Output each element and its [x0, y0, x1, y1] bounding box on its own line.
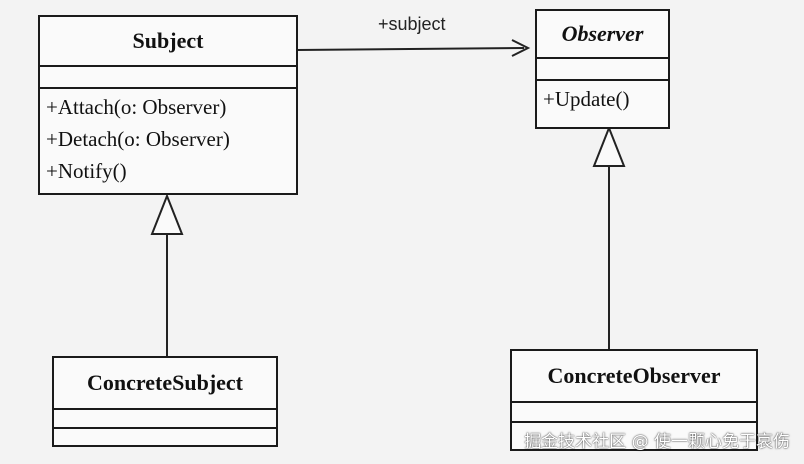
association-label: +subject [378, 14, 446, 34]
watermark: 掘金技术社区 @ 使一颗心免于哀伤 [524, 432, 790, 452]
concrete-observer-class-box[interactable]: ConcreteObserver [510, 349, 758, 451]
observer-class-name: Observer [537, 11, 668, 59]
subject-operation-attach: +Attach(o: Observer) [46, 95, 227, 119]
association-arrowhead [511, 39, 531, 57]
subject-operations-compartment: +Attach(o: Observer) +Detach(o: Observer… [40, 89, 296, 187]
observer-attributes-compartment [537, 59, 668, 81]
concrete-subject-class-box[interactable]: ConcreteSubject [52, 356, 278, 447]
concrete-subject-attributes-compartment [54, 410, 276, 429]
concrete-observer-attributes-compartment [512, 403, 756, 423]
subject-generalization-triangle [150, 193, 184, 235]
concrete-subject-operations-compartment [54, 429, 276, 445]
observer-class-box[interactable]: Observer +Update() [535, 9, 670, 129]
association-line [296, 47, 525, 51]
observer-operation-update: +Update() [543, 87, 630, 111]
observer-operations-compartment: +Update() [537, 81, 668, 115]
subject-operation-notify: +Notify() [46, 159, 127, 183]
subject-class-box[interactable]: Subject +Attach(o: Observer) +Detach(o: … [38, 15, 298, 195]
subject-operation-detach: +Detach(o: Observer) [46, 127, 230, 151]
subject-class-name: Subject [40, 17, 296, 67]
subject-attributes-compartment [40, 67, 296, 89]
concrete-subject-class-name: ConcreteSubject [54, 358, 276, 410]
concrete-observer-class-name: ConcreteObserver [512, 351, 756, 403]
observer-generalization-triangle [592, 125, 626, 167]
